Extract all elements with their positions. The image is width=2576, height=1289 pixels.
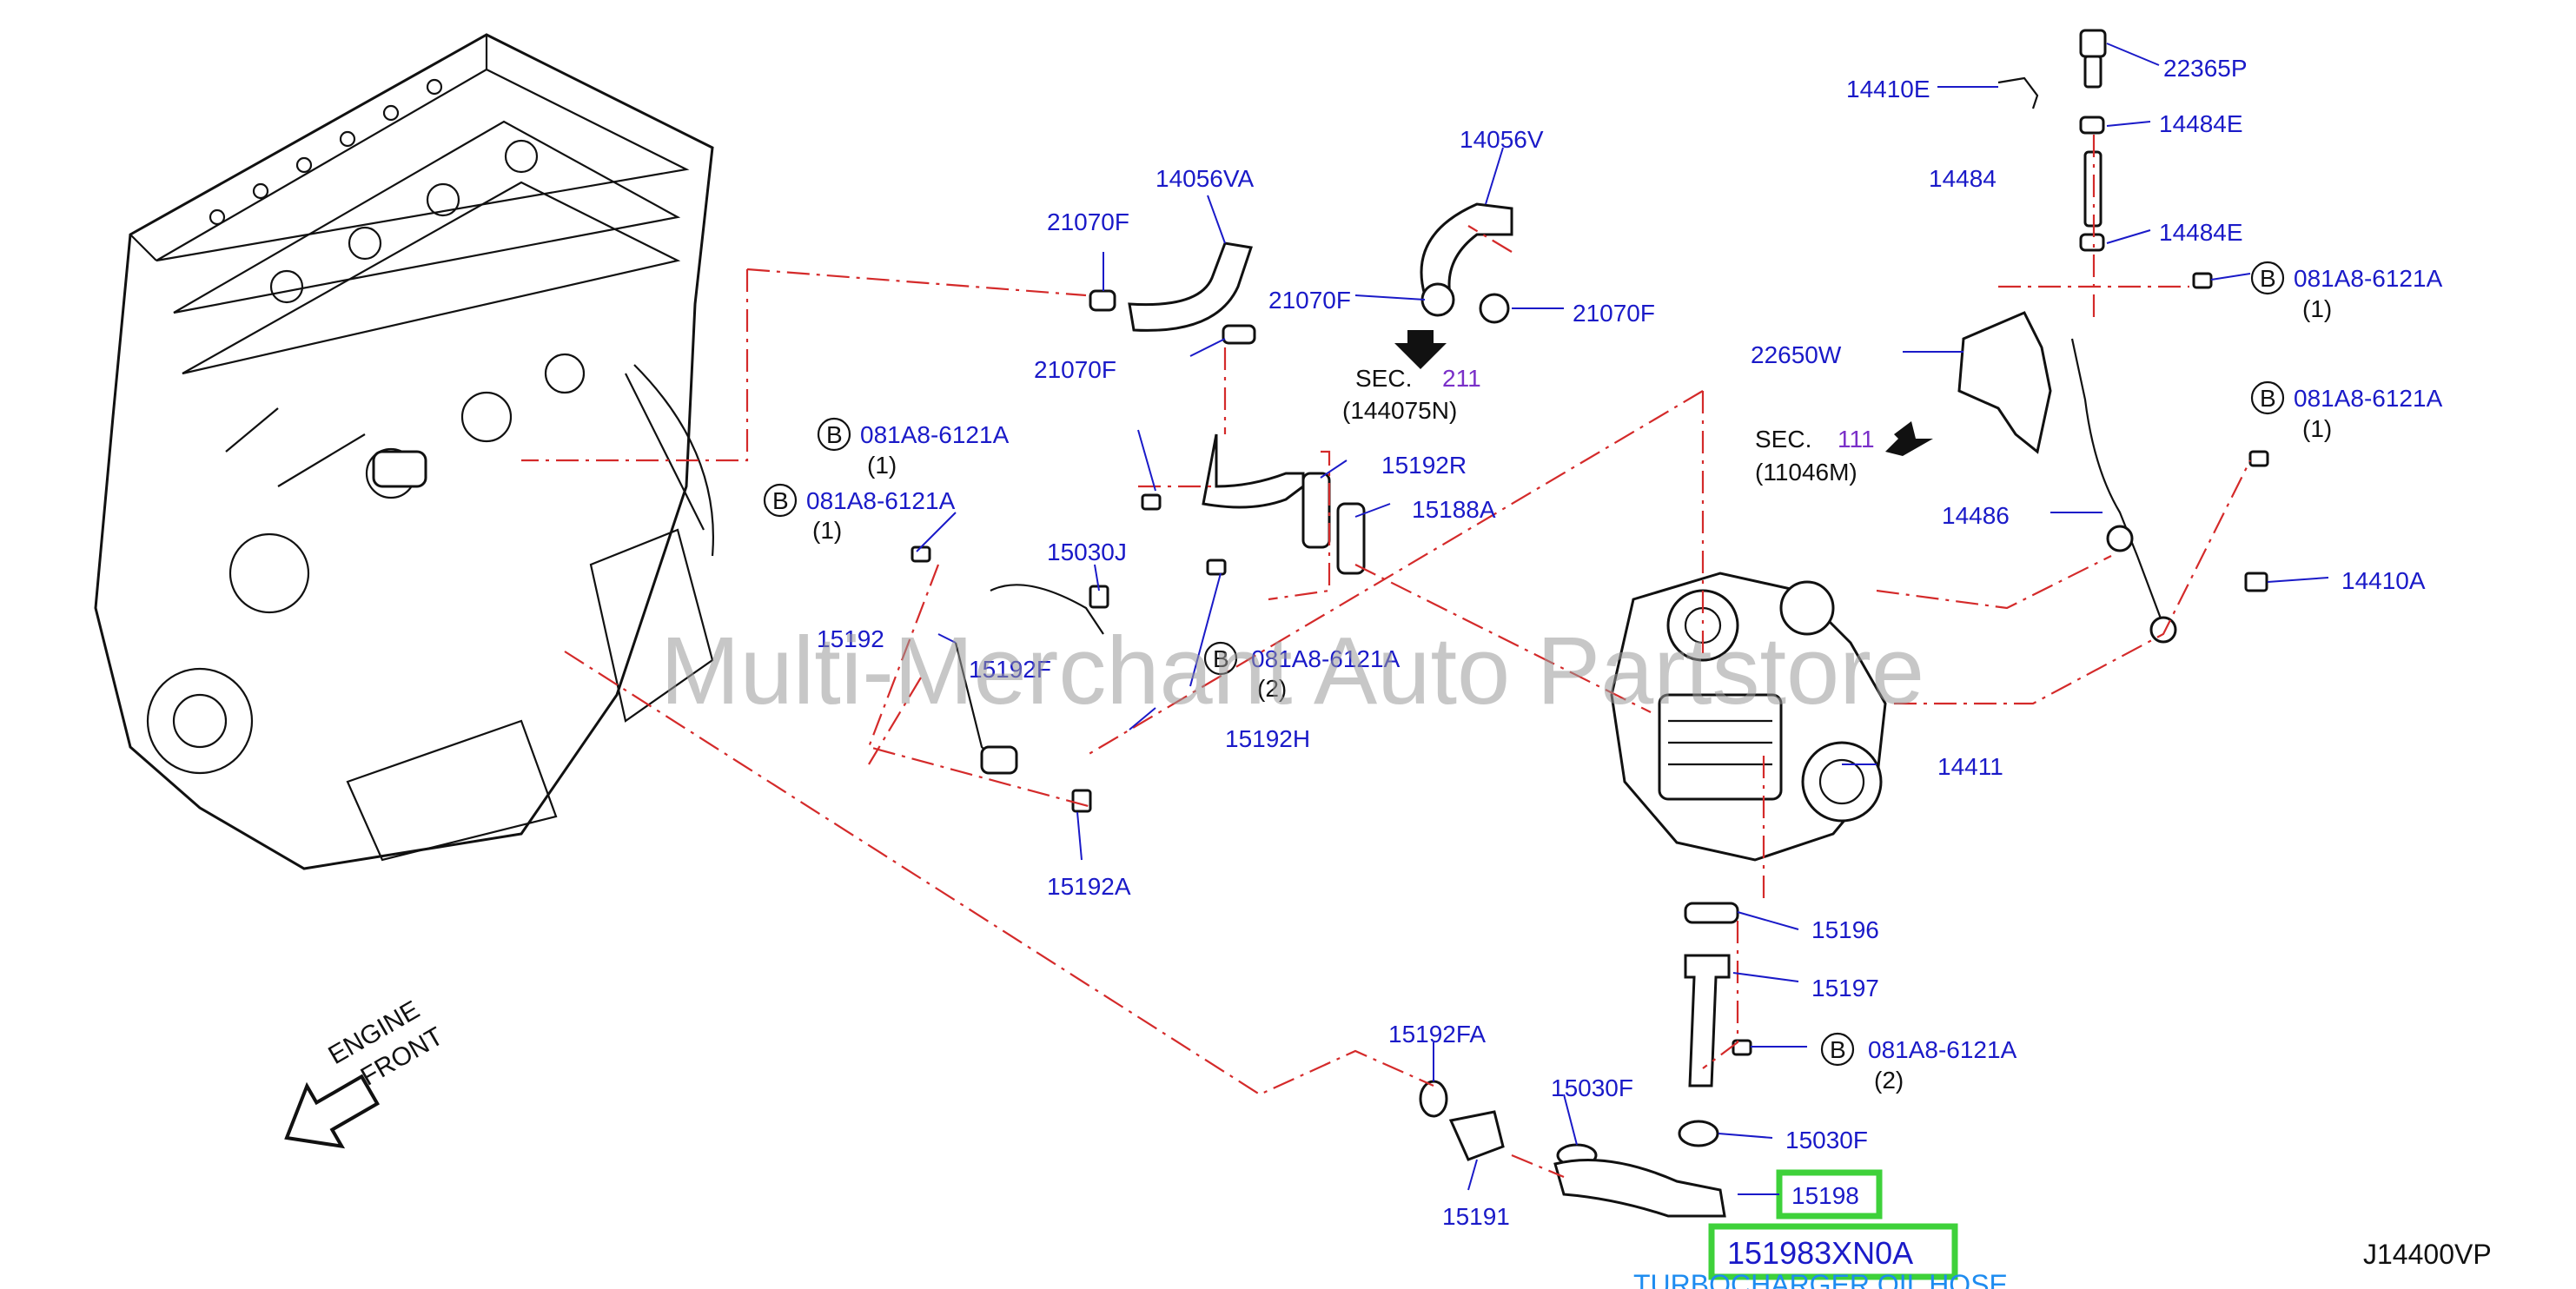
label-15192r: 15192R — [1381, 452, 1467, 479]
label-21070f-a: 21070F — [1047, 208, 1129, 235]
label-081a8-3-qty: (1) — [867, 452, 897, 479]
label-15197: 15197 — [1811, 975, 1879, 1001]
sensor-22365p — [2079, 29, 2107, 58]
pipe-14486 — [2070, 338, 2165, 626]
label-sec-211-ref: (144075N) — [1342, 397, 1457, 424]
label-14484e-b: 14484E — [2159, 219, 2243, 246]
label-081a8-6: 081A8-6121A — [1868, 1036, 2017, 1063]
clamp-21070f-d — [1479, 293, 1510, 324]
label-081a8-1: 081A8-6121A — [2294, 265, 2443, 292]
hose-14056va — [1128, 241, 1253, 332]
turbocharger-illustration — [1610, 572, 1887, 862]
svg-text:B: B — [826, 421, 843, 448]
label-15192fa: 15192FA — [1388, 1021, 1486, 1048]
engine-block-illustration — [94, 33, 714, 870]
label-081a8-2-qty: (1) — [2302, 415, 2332, 442]
label-21070f-c: 21070F — [1268, 287, 1351, 314]
svg-text:B: B — [772, 487, 789, 514]
b-markers: B B B B B B — [763, 261, 2285, 1067]
label-081a8-4-qty: (1) — [812, 517, 842, 544]
gasket-15196 — [1684, 902, 1739, 924]
label-15198: 15198 — [1791, 1182, 1859, 1209]
clamp-21070f-a — [1089, 289, 1116, 312]
label-14056va: 14056VA — [1156, 165, 1254, 192]
label-15196: 15196 — [1811, 916, 1879, 943]
label-081a8-3: 081A8-6121A — [860, 421, 1010, 448]
label-15192a: 15192A — [1047, 873, 1131, 900]
label-sec-111: SEC. — [1755, 426, 1811, 453]
label-sec-111-number: 111 — [1838, 426, 1875, 453]
clamp-14484e-a — [2079, 116, 2105, 135]
label-081a8-1-qty: (1) — [2302, 295, 2332, 322]
label-21070f-d: 21070F — [1573, 300, 1655, 327]
section-arrows — [1394, 330, 1933, 456]
label-15192: 15192 — [817, 625, 884, 652]
part-labels: 14056VA 21070F 21070F 14056V 21070F 2107… — [806, 55, 2443, 1230]
label-081a8-2: 081A8-6121A — [2294, 385, 2443, 412]
label-21070f-b: 21070F — [1034, 356, 1116, 383]
hose-14056v — [1420, 202, 1513, 301]
highlight-box-part-number — [1708, 1223, 1958, 1280]
clamp-15030f-b — [1678, 1120, 1719, 1147]
center-lines — [521, 135, 2251, 1179]
label-15188a: 15188A — [1412, 496, 1496, 523]
engine-front-arrow-icon — [284, 1074, 380, 1149]
label-14410e: 14410E — [1846, 76, 1930, 102]
svg-text:B: B — [2260, 265, 2276, 292]
o-ring-15192fa — [1419, 1080, 1448, 1118]
label-15030f-a: 15030F — [1551, 1074, 1633, 1101]
label-15192f: 15192F — [969, 656, 1051, 683]
highlight-caption: TURBOCHARGER OIL HOSE — [1633, 1269, 2008, 1289]
gasket-15188a — [1336, 502, 1366, 575]
svg-text:B: B — [2260, 385, 2276, 412]
label-14484: 14484 — [1929, 165, 1997, 192]
label-081a8-5: 081A8-6121A — [1251, 645, 1401, 672]
bracket-22650w — [1957, 311, 2052, 454]
clamp-14484e-b — [2079, 233, 2105, 252]
label-081a8-4: 081A8-6121A — [806, 487, 956, 514]
clamp-21070f-c — [1420, 282, 1455, 317]
sec-111-arrow — [1885, 421, 1933, 456]
label-081a8-5-qty: (2) — [1257, 675, 1287, 702]
label-14484e-a: 14484E — [2159, 110, 2243, 137]
flange-15192r — [1301, 472, 1331, 549]
label-15192h: 15192H — [1225, 725, 1310, 752]
label-081a8-6-qty: (2) — [1874, 1067, 1904, 1094]
leader-lines — [916, 43, 2329, 1191]
label-14486: 14486 — [1942, 502, 2010, 529]
pipe-15197 — [1684, 954, 1731, 1087]
svg-text:B: B — [1213, 645, 1229, 672]
highlighted-part: 15198 151983XN0A TURBOCHARGER OIL HOSE — [1633, 1169, 2008, 1289]
clamp-21070f-b — [1222, 324, 1256, 345]
svg-text:B: B — [1830, 1036, 1846, 1063]
label-15191: 15191 — [1442, 1203, 1510, 1230]
label-sec-111-ref: (11046M) — [1755, 459, 1858, 486]
label-14411: 14411 — [1937, 753, 2003, 780]
label-22650w: 22650W — [1751, 341, 1842, 368]
bracket-14410e — [1997, 76, 2039, 109]
union-15191 — [1448, 1110, 1505, 1161]
label-sec-211: SEC. — [1355, 365, 1412, 392]
label-15030f-b: 15030F — [1785, 1127, 1868, 1153]
pipe-15192 — [990, 584, 1104, 635]
sec-211-arrow — [1394, 330, 1447, 369]
engine-front-indicator: ENGINE FRONT — [284, 995, 448, 1149]
highlight-part-number: 151983XN0A — [1727, 1235, 1913, 1271]
label-14410a: 14410A — [2341, 567, 2426, 594]
label-15030j: 15030J — [1047, 539, 1127, 565]
diagram-reference: J14400VP — [2363, 1239, 2492, 1270]
label-sec-211-number: 211 — [1442, 365, 1481, 392]
watermark: Multi-Merchant Auto Partstore — [660, 618, 1924, 724]
label-14056v: 14056V — [1460, 126, 1544, 153]
label-22365p: 22365P — [2163, 55, 2248, 82]
hose-15198 — [1553, 1159, 1726, 1218]
pipe-15192r — [1202, 433, 1305, 509]
